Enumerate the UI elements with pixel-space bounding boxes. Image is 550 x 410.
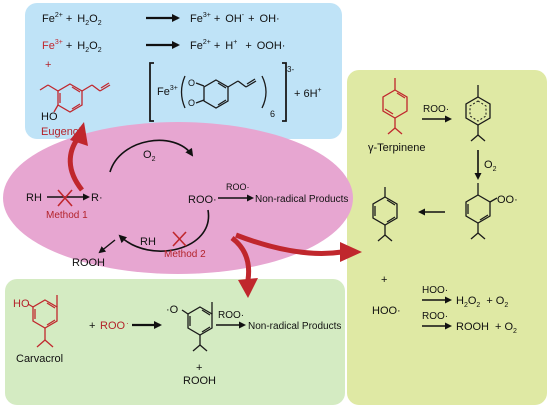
fenton-reaction-2: Fe3++H2O2 Fe2++H++OOH· (42, 39, 285, 54)
h2o2-product: H2O2+ O2 (456, 295, 508, 309)
method2-label: Method 2 (164, 249, 206, 260)
terpinene-peroxyl-structure: OO· (465, 183, 518, 240)
svg-text:Fe2++H2O2: Fe2++H2O2 (42, 12, 102, 27)
red-plus-sign: + (45, 59, 51, 71)
non-radical-products-cycle: Non-radical Products (255, 194, 348, 205)
carvacrol-panel (5, 279, 345, 405)
roo-small-label: ROO· (226, 182, 250, 192)
autoxidation-cycle-ellipse (3, 122, 353, 274)
cycle-o2-label: O2 (143, 149, 156, 163)
red-arrow-to-carvacrol (230, 236, 252, 281)
svg-text:+ 6H+: + 6H+ (294, 87, 322, 100)
rh-label: RH (26, 192, 42, 204)
r-radical-label: R· (91, 192, 103, 204)
carvacrol-radical-structure: ·O (166, 302, 213, 352)
red-arrowhead-carvacrol (238, 278, 258, 298)
eugenol-ho-label: HO (41, 111, 58, 123)
rooh-cycle-label: ROOH (72, 257, 105, 269)
roo-radical-label: ROO· (188, 194, 217, 206)
svg-text:O: O (188, 98, 195, 108)
svg-text:3-: 3- (287, 65, 294, 74)
carvacrol-label: Carvacrol (16, 353, 63, 365)
carvacrol-plus: + (89, 320, 95, 332)
method2-inhibition-cross (172, 231, 187, 247)
gamma-terpinene-label: γ-Terpinene (368, 142, 425, 154)
gamma-terpinene-structure: γ-Terpinene (368, 78, 425, 154)
svg-text:O: O (188, 78, 195, 88)
red-arrowhead-terpinene (340, 242, 362, 262)
svg-text:Fe3++OH-+OH·: Fe3++OH-+OH· (190, 12, 280, 25)
rh-bottom-label: RH (140, 236, 156, 248)
carvacrol-rooh-label: ROOH (183, 375, 216, 387)
roo-red-label: ROO (100, 320, 126, 332)
method1-inhibition-cross (57, 189, 73, 207)
eugenol-structure: HO Eugenol (39, 82, 111, 138)
svg-text:6: 6 (270, 109, 275, 119)
carvacrol-roo-over-arrow: ROO· (218, 310, 244, 321)
method1-label: Method 1 (46, 210, 88, 221)
o-radical-label: ·O (166, 304, 179, 316)
oo-radical-label: OO· (497, 194, 518, 206)
svg-text:Fe3+: Fe3+ (157, 85, 178, 98)
hoo-radical-label: HOO· (372, 305, 401, 317)
p-cymene-structure (372, 187, 398, 242)
fenton-reaction-1: Fe2++H2O2 Fe3++OH-+OH· (42, 12, 280, 27)
fe-eugenol-complex: Fe3+ O O 6 3- + 6H+ (149, 62, 322, 122)
eugenol-label: Eugenol (41, 126, 81, 138)
svg-text:Fe3++H2O2: Fe3++H2O2 (42, 39, 102, 54)
autoxidation-cycle: O2 RH R· ROO· ROO· Non-radical Products … (26, 139, 348, 269)
roo-red-dot: · (126, 319, 129, 328)
carvacrol-structure: HO Carvacrol (13, 295, 63, 365)
svg-text:Fe2++H++OOH·: Fe2++H++OOH· (190, 39, 285, 52)
terpinene-plus: + (381, 274, 387, 286)
terpinene-o2-label: O2 (484, 159, 497, 173)
red-arrowhead-eugenol (70, 122, 88, 146)
carvacrol-ho-label: HO (13, 298, 30, 310)
red-arrow-to-terpinene (235, 232, 343, 256)
terpinene-radical-structure (465, 85, 491, 142)
terpinene-panel (347, 70, 547, 405)
iron-chelation-panel (25, 3, 342, 139)
roo-over-arrow-right: ROO· (422, 311, 448, 322)
non-radical-products-carvacrol: Non-radical Products (248, 321, 341, 332)
rooh-product: ROOH+ O2 (456, 321, 517, 335)
carvacrol-plus-below: + (196, 362, 202, 374)
hoo-over-arrow: HOO· (422, 285, 448, 296)
terpinene-roo-label: ROO· (423, 104, 449, 115)
